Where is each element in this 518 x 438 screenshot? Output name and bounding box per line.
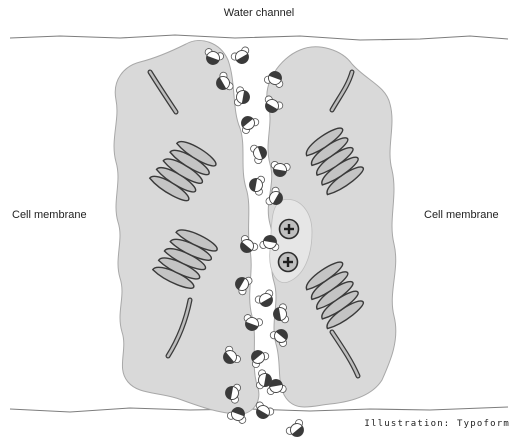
membrane-top-line (10, 35, 508, 40)
water-molecule-icon (230, 46, 254, 68)
illustration-credit: Illustration: Typoform (364, 419, 510, 429)
positive-ion-lower (279, 253, 298, 272)
water-molecule-icon (250, 142, 270, 165)
right-membrane-label: Cell membrane (424, 209, 499, 221)
water-molecule-icon (285, 418, 309, 438)
water-molecule-icon (254, 289, 278, 311)
water-molecule-icon (248, 174, 265, 195)
diagram-title: Water channel (0, 7, 518, 19)
left-membrane-label: Cell membrane (12, 209, 87, 221)
positive-ion-upper (280, 220, 299, 239)
water-molecule-icon (234, 86, 251, 107)
